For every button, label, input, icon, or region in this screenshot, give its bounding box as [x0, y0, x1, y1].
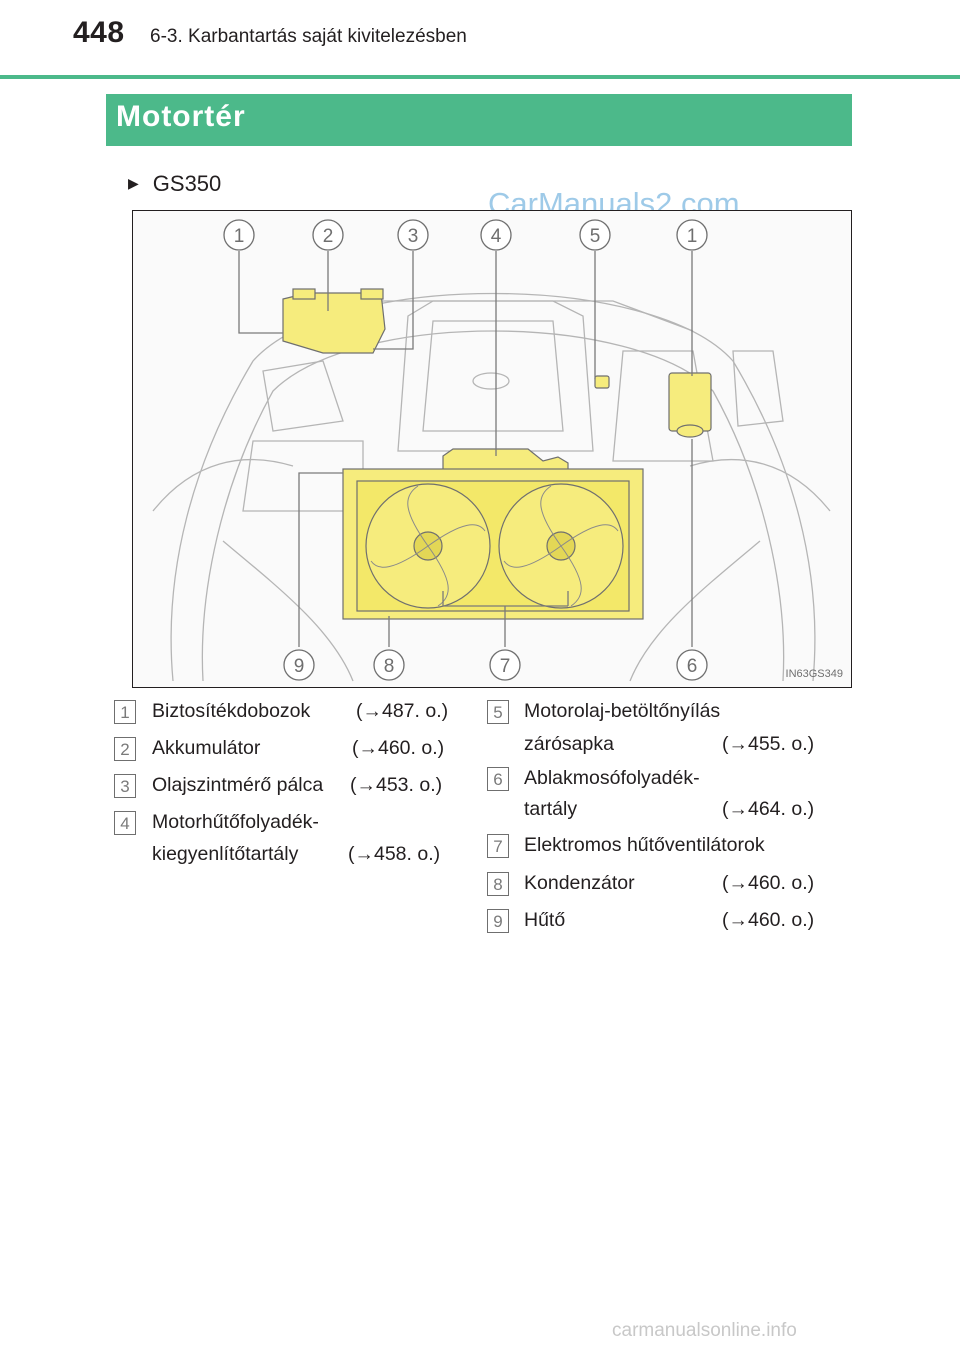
- callout-top-1: 1: [234, 226, 245, 247]
- legend-reference: (→455. o.): [722, 733, 815, 755]
- legend-number: 8: [487, 872, 509, 896]
- legend-reference: (→460. o.): [722, 872, 815, 894]
- legend-number: 5: [487, 700, 509, 724]
- legend-label: Hűtő: [524, 909, 566, 931]
- chapter-title: 6-3. Karbantartás saját kivitelezésben: [150, 26, 467, 47]
- legend-label: Biztosítékdobozok: [152, 700, 311, 722]
- section-bar: [106, 94, 852, 146]
- legend-label: Ablakmosófolyadék-: [524, 767, 700, 789]
- legend-label-continued: zárósapka: [524, 733, 614, 755]
- legend-label: Kondenzátor: [524, 872, 635, 894]
- legend-reference: (→458. o.): [348, 843, 441, 865]
- legend-reference: (→460. o.): [352, 737, 445, 759]
- callout-top-5: 5: [590, 226, 601, 247]
- legend-label: Olajszintmérő pálca: [152, 774, 324, 796]
- model-name: GS350: [152, 171, 222, 196]
- header-rule: [0, 75, 960, 79]
- callout-bottom-9: 9: [294, 656, 305, 677]
- legend-number: 4: [114, 811, 136, 835]
- legend-reference: (→464. o.): [722, 798, 815, 820]
- legend-reference: (→460. o.): [722, 909, 815, 931]
- callout-bottom-6: 6: [687, 656, 698, 677]
- callout-bottom-8: 8: [384, 656, 395, 677]
- legend-number: 1: [114, 700, 136, 724]
- callout-top-2: 2: [323, 226, 334, 247]
- section-title: Motortér: [116, 100, 246, 133]
- engine-bay-drawing: 1 2 3 4 5 1 9 8 7 6 IN63GS349: [152, 219, 843, 682]
- callout-top-4: 4: [491, 226, 502, 247]
- legend-reference: (→453. o.): [350, 774, 443, 796]
- legend-label: Elektromos hűtőventilátorok: [524, 834, 765, 856]
- legend-number: 9: [487, 909, 509, 933]
- legend-reference: (→487. o.): [356, 700, 449, 722]
- model-heading: ▶ GS350: [128, 171, 221, 197]
- legend-number: 2: [114, 737, 136, 761]
- legend-label: Motorhűtőfolyadék-: [152, 811, 319, 833]
- legend-label: Motorolaj-betöltőnyílás: [524, 700, 721, 722]
- engine-bay-illustration: 1 2 3 4 5 1 9 8 7 6 IN63GS349: [132, 210, 852, 688]
- legend-number: 7: [487, 834, 509, 858]
- arrow-right-icon: ▶: [128, 175, 139, 191]
- watermark-bottom: carmanualsonline.info: [612, 1320, 797, 1341]
- legend-number: 3: [114, 774, 136, 798]
- legend-label-continued: tartály: [524, 798, 578, 820]
- legend-label-continued: kiegyenlítőtartály: [152, 843, 299, 865]
- callout-top-6: 1: [687, 226, 698, 247]
- figure-code: IN63GS349: [786, 668, 843, 680]
- page-number: 448: [73, 16, 125, 49]
- legend-label: Akkumulátor: [152, 737, 261, 759]
- callout-top-3: 3: [408, 226, 419, 247]
- callout-bottom-7: 7: [500, 656, 511, 677]
- legend-number: 6: [487, 767, 509, 791]
